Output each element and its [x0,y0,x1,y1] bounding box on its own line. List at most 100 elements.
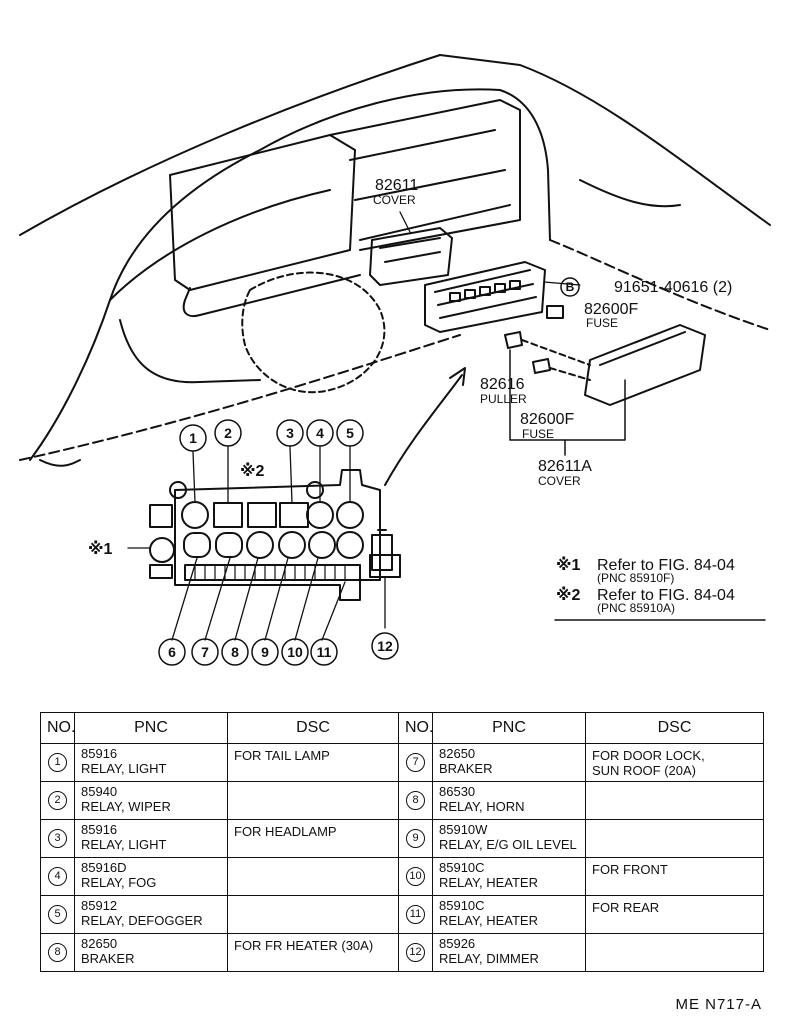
junction-block [424,261,546,333]
pnc-code: 85916D [81,860,127,875]
position-circles [158,277,580,666]
exploded-view-diagram: 1 2 3 4 5 6 7 8 9 10 11 12 ※1 ※2 82611 C… [19,54,771,666]
cell-dsc-left [227,781,399,820]
position-number: 10 [406,867,425,886]
cell-dsc-left: FOR TAIL LAMP [227,743,399,782]
ref2-marker: ※2 [240,462,265,480]
cell-no-left: 3 [40,819,75,858]
part-name: RELAY, E/G OIL LEVEL [439,837,577,852]
note-2-sub: (PNC 85910A) [597,601,675,615]
pos-4: 4 [316,425,324,441]
pos-1: 1 [189,430,197,446]
cell-dsc-left: FOR HEADLAMP [227,819,399,858]
note-1-mark: ※1 [556,556,581,574]
pnc-code: 85912 [81,898,118,913]
ref1-marker: ※1 [88,540,113,558]
position-number: 2 [48,791,67,810]
cell-no-left: 1 [40,743,75,782]
description: FOR FRONT [592,862,668,877]
table-header-row: NO. PNC DSC NO. PNC DSC [40,712,764,744]
cell-no-right: 11 [398,895,433,934]
small-parts [504,281,706,456]
cover-top-name: COVER [373,193,416,207]
pos-5: 5 [346,425,354,441]
description: FOR REAR [592,900,660,915]
note-2-text: Refer to FIG. 84-04 [597,587,735,604]
cell-no-left: 4 [40,857,75,896]
pnc-code: 85916 [81,822,118,837]
part-name: RELAY, HORN [439,799,525,814]
pnc-code: 85926 [439,936,476,951]
pos-6: 6 [168,644,176,660]
cell-dsc-right [585,819,764,858]
part-name: RELAY, LIGHT [81,837,167,852]
part-name: BRAKER [81,951,135,966]
pos-8: 8 [231,644,239,660]
description: FOR FR HEATER (30A) [234,938,374,953]
position-number: 8 [406,791,425,810]
header-pnc-left: PNC [74,712,228,744]
description: FOR HEADLAMP [234,824,337,839]
cover-top-pnc: 82611 [375,177,418,194]
header-no-right: NO. [398,712,433,744]
part-name: RELAY, DIMMER [439,951,539,966]
part-name: RELAY, LIGHT [81,761,167,776]
fuse-b-name: FUSE [522,427,554,441]
position-number: 9 [406,829,425,848]
cell-dsc-right [585,933,764,972]
pnc-code: 86530 [439,784,476,799]
cell-dsc-left: FOR FR HEATER (30A) [227,933,399,972]
note-1-text: Refer to FIG. 84-04 [597,557,735,574]
position-numbers: 1 2 3 4 5 6 7 8 9 10 11 12 [168,425,393,660]
fuse-a-pnc: 82600F [584,301,638,318]
puller-name: PULLER [480,392,527,406]
part-name: RELAY, DEFOGGER [81,913,203,928]
note-2-mark: ※2 [556,586,581,604]
part-name: RELAY, WIPER [81,799,171,814]
pnc-code: 85910C [439,860,485,875]
fuse-a-name: FUSE [586,316,618,330]
part-name: RELAY, HEATER [439,875,538,890]
position-number: 12 [406,943,425,962]
cell-dsc-right: FOR REAR [585,895,764,934]
note-1-sub: (PNC 85910F) [597,571,674,585]
bolt-pnc: 91651-40616 (2) [614,279,732,296]
puller-pnc: 82616 [480,376,525,393]
cell-no-right: 9 [398,819,433,858]
cell-no-right: 12 [398,933,433,972]
position-number: 8 [48,943,67,962]
cell-no-right: 8 [398,781,433,820]
cover-82611 [369,211,453,286]
pnc-code: 85910W [439,822,488,837]
description-line-2: SUN ROOF (20A) [592,763,697,778]
pnc-code: 85940 [81,784,118,799]
part-name: RELAY, FOG [81,875,157,890]
pnc-code: 85916 [81,746,118,761]
cell-no-right: 10 [398,857,433,896]
fuse-b-pnc: 82600F [520,411,574,428]
header-pnc-right: PNC [432,712,586,744]
cell-dsc-left [227,895,399,934]
pos-2: 2 [224,425,232,441]
pos-12: 12 [377,638,393,654]
position-number: 5 [48,905,67,924]
position-number: 11 [406,905,425,924]
pnc-code: 82650 [439,746,476,761]
cell-dsc-left [227,857,399,896]
position-number: 7 [406,753,425,772]
reference-notes: ※1 Refer to FIG. 84-04 (PNC 85910F) ※2 R… [556,556,735,615]
